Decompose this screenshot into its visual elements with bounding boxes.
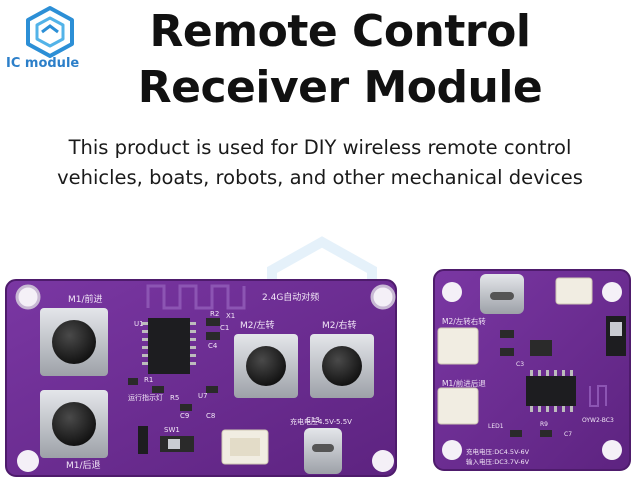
pcb-label-c4: C4 (208, 342, 218, 350)
pcb-label-u7: U7 (198, 392, 208, 400)
logo-text: IC module (6, 56, 80, 71)
pcb-label-input-voltage: 输入电压:DC3.7V-6V (466, 457, 530, 466)
title-line-2: Receiver Module (137, 62, 543, 113)
left-receiver-board: M1/前进 2.4G自动对频 M2/左转 M2/右转 M1/后退 运行指示灯 充… (5, 279, 397, 477)
pcb-label-run-indicator: 运行指示灯 (128, 393, 163, 402)
button-m1-forward (40, 308, 108, 376)
pcb-label-pairing: 2.4G自动对频 (262, 291, 319, 303)
description-line-1: This product is used for DIY wireless re… (68, 136, 572, 159)
pcb-label-c7: C7 (564, 431, 572, 438)
title-line-1: Remote Control (149, 6, 531, 57)
pcb-label-led1: LED1 (488, 423, 504, 430)
pcb-label-c8: C8 (206, 412, 215, 420)
pcb-label-c9: C9 (180, 412, 189, 420)
pcb-label-r9: R9 (540, 421, 548, 428)
button-m1-back (40, 390, 108, 458)
button-m2-left (234, 334, 298, 398)
pcb-label-x1: X1 (226, 312, 235, 320)
pcb-label-m2-left: M2/左转 (240, 319, 275, 331)
pcb-label-r1: R1 (144, 376, 153, 384)
pcb-label-r2: R2 (210, 310, 219, 318)
pcb-label-m2-right: M2/右转 (322, 319, 357, 331)
pcb-label-c13: C13 (306, 416, 320, 424)
right-receiver-board: M2/左转右转 M1/前进后退 充电电压:DC4.5V-6V 输入电压:DC3.… (433, 269, 631, 471)
pcb-label-m1-back: M1/后退 (66, 460, 101, 471)
pcb-label-m2-turn: M2/左转右转 (442, 316, 486, 326)
button-m2-right (310, 334, 374, 398)
pcb-label-m1-direction: M1/前进后退 (442, 378, 486, 388)
pcb-label-voltage: 充电电压4.5V-5.5V (290, 417, 352, 426)
pcb-label-charge-voltage: 充电电压:DC4.5V-6V (466, 447, 530, 456)
pcb-label-r5: R5 (170, 394, 179, 402)
pcb-label-board-code: OYW2-BC3 (582, 417, 614, 424)
pcb-label-c3: C3 (516, 361, 524, 368)
pcb-label-u1: U1 (134, 320, 144, 328)
description-line-2: vehicles, boats, robots, and other mecha… (57, 166, 583, 189)
product-photo: M1/前进 2.4G自动对频 M2/左转 M2/右转 M1/后退 运行指示灯 充… (5, 236, 631, 477)
ic-module-logo-icon (26, 6, 74, 58)
pcb-label-sw1: SW1 (164, 426, 180, 434)
pcb-label-c1: C1 (220, 324, 229, 332)
pcb-label-m1-forward: M1/前进 (68, 293, 103, 305)
